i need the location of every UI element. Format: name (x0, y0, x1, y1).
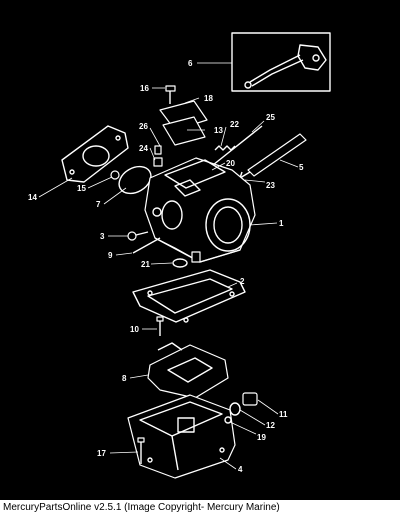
callout-19: 19 (257, 433, 266, 442)
callout-21: 21 (141, 260, 150, 269)
part-6-inset (231, 32, 331, 92)
part-15-screw (110, 170, 120, 180)
callout-5: 5 (299, 163, 304, 172)
part-14-gasket (61, 125, 129, 183)
copyright-footer: MercuryPartsOnline v2.5.1 (Image Copyrig… (0, 500, 400, 515)
part-17-screw (137, 437, 145, 464)
callout-13: 13 (214, 126, 223, 135)
callout-23: 23 (266, 181, 275, 190)
callout-12: 12 (266, 421, 275, 430)
part-26-screw (154, 145, 162, 155)
callout-1: 1 (279, 219, 284, 228)
callout-25: 25 (266, 113, 275, 122)
part-3-screw (127, 231, 149, 241)
callout-24: 24 (139, 144, 148, 153)
part-10-screw (156, 316, 164, 336)
callout-15: 15 (77, 184, 86, 193)
callout-8: 8 (122, 374, 127, 383)
part-12-washer (229, 402, 241, 416)
callout-17: 17 (97, 449, 106, 458)
callout-11: 11 (279, 410, 288, 419)
callout-26: 26 (139, 122, 148, 131)
callout-22: 22 (230, 120, 239, 129)
part-9-needle (132, 237, 161, 254)
leader-lines (38, 62, 299, 470)
part-16-screw (165, 85, 176, 104)
part-11-plug (242, 392, 258, 406)
callout-18: 18 (204, 94, 213, 103)
part-1-carburetor-body (144, 157, 256, 263)
callout-10: 10 (130, 325, 139, 334)
part-25-needle (212, 125, 263, 166)
callout-labels: 1 2 3 4 5 6 7 8 9 10 11 12 13 14 15 16 1… (28, 59, 304, 474)
part-7-diaphragm (118, 165, 152, 195)
callout-3: 3 (100, 232, 105, 241)
callout-7: 7 (96, 200, 101, 209)
callout-6: 6 (188, 59, 193, 68)
part-24-clip (153, 157, 163, 167)
callout-4: 4 (238, 465, 243, 474)
carburetor-exploded-diagram: 1 2 3 4 5 6 7 8 9 10 11 12 13 14 15 16 1… (28, 32, 331, 479)
part-21-washer (172, 258, 188, 268)
callout-14: 14 (28, 193, 37, 202)
callout-20: 20 (226, 159, 235, 168)
callout-16: 16 (140, 84, 149, 93)
part-19-gasket (224, 416, 232, 424)
part-13-plate (162, 116, 206, 146)
part-8-float (147, 342, 229, 399)
callout-9: 9 (108, 251, 113, 260)
part-4-float-bowl (127, 394, 236, 479)
part-2-gasket (132, 269, 246, 323)
callout-2: 2 (240, 277, 245, 286)
part-5-needle-valve (229, 133, 307, 185)
